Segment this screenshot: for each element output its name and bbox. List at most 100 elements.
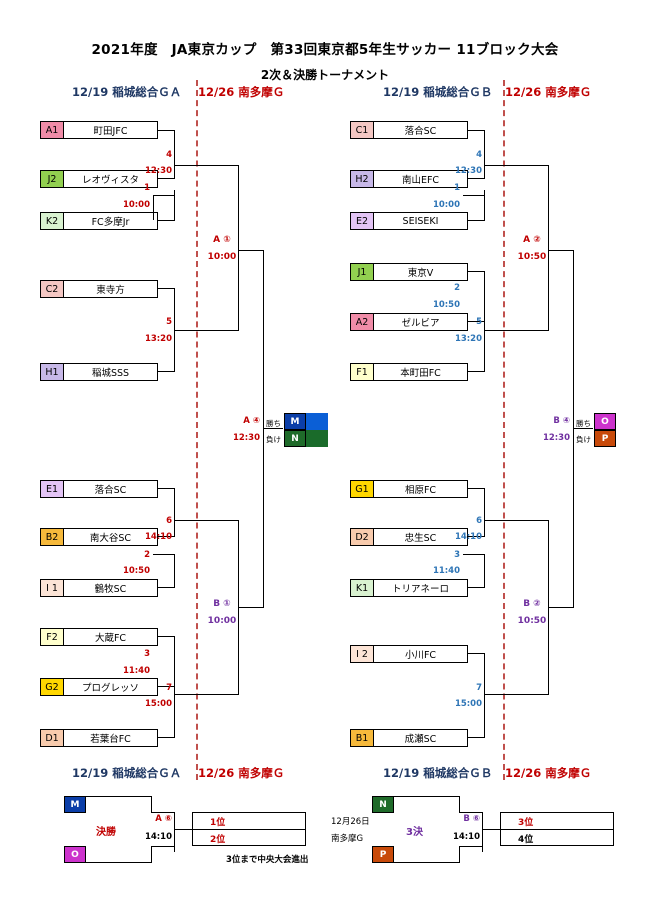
team-seed-code: K1: [351, 580, 374, 596]
slot-m: M: [284, 413, 306, 430]
rank-2: 2位: [210, 835, 226, 845]
team-name: 忠生SC: [404, 533, 437, 544]
rank-3: 3位: [518, 818, 534, 828]
slot-p: P: [594, 430, 616, 447]
slot-n: N: [284, 430, 306, 447]
right-team-row: K1 トリアネーロ: [350, 579, 468, 597]
right-match-b4-time: 12:30: [542, 433, 570, 443]
team-seed-code: K2: [41, 213, 64, 229]
team-seed-code: E2: [351, 213, 374, 229]
right-match-a2: A ②: [523, 235, 541, 245]
team-seed-code: H2: [351, 171, 374, 187]
final-slot-m: M: [64, 796, 86, 813]
left-match-5: 5: [166, 317, 172, 327]
team-name: 鶴牧SC: [94, 584, 127, 595]
bottom-header-right-venue2: 12/26 南多摩Ｇ: [505, 766, 592, 780]
right-match-6-time: 14:10: [454, 532, 482, 542]
right-team-row: B1 成瀬SC: [350, 729, 468, 747]
slot-o: O: [594, 413, 616, 430]
right-match-3: 3: [454, 550, 460, 560]
team-seed-code: F1: [351, 364, 374, 380]
team-seed-code: B1: [351, 730, 374, 746]
header-right-venue2: 12/26 南多摩Ｇ: [505, 85, 592, 99]
left-match-2: 2: [144, 550, 150, 560]
divider-left-top: [196, 80, 198, 780]
right-match-4-time: 12:30: [454, 166, 482, 176]
team-name: トリアネーロ: [391, 584, 449, 595]
third-slot-p: P: [372, 846, 394, 863]
team-seed-code: B2: [41, 529, 64, 545]
left-match-b1-time: 10:00: [207, 616, 237, 626]
team-seed-code: H1: [41, 364, 64, 380]
right-match-4: 4: [476, 150, 482, 160]
final-date: 12月26日: [331, 817, 370, 827]
left-match-1-time: 10:00: [122, 200, 150, 210]
left-team-row: F2 大蔵FC: [40, 628, 158, 646]
team-name: 南大谷SC: [89, 533, 132, 544]
left-match-7: 7: [166, 683, 172, 693]
third-slot-n: N: [372, 796, 394, 813]
slot-m-fill: [306, 413, 328, 430]
team-name: 大蔵FC: [94, 633, 127, 644]
team-seed-code: A1: [41, 122, 64, 138]
team-seed-code: A2: [351, 314, 374, 330]
right-match-2: 2: [454, 283, 460, 293]
bottom-header-left-venue2: 12/26 南多摩Ｇ: [198, 766, 285, 780]
advance-note: 3位まで中央大会進出: [226, 855, 309, 865]
right-match-b2: B ②: [523, 599, 541, 609]
right-match-a2-time: 10:50: [517, 252, 547, 262]
team-name: プログレッソ: [81, 683, 139, 694]
left-win-label: 勝ち: [266, 419, 281, 428]
final-venue: 南多摩G: [331, 834, 364, 844]
right-team-row: G1 相原FC: [350, 480, 468, 498]
team-seed-code: J2: [41, 171, 64, 187]
team-seed-code: F2: [41, 629, 64, 645]
third-label: 3決: [406, 827, 423, 838]
right-team-row: H2 南山EFC: [350, 170, 468, 188]
team-name: 東京V: [407, 268, 434, 279]
team-name: 東寺方: [96, 285, 125, 296]
left-match-b1: B ①: [213, 599, 231, 609]
team-seed-code: I 1: [41, 580, 64, 596]
right-match-3-time: 11:40: [432, 566, 460, 576]
right-match-b2-time: 10:50: [517, 616, 547, 626]
team-name: 小川FC: [404, 650, 437, 661]
slot-n-fill: [306, 430, 328, 447]
left-team-row: B2 南大谷SC: [40, 528, 158, 546]
team-name: 成瀬SC: [404, 734, 437, 745]
right-match-7: 7: [476, 683, 482, 693]
team-seed-code: C1: [351, 122, 374, 138]
rank-1: 1位: [210, 818, 226, 828]
right-match-6: 6: [476, 516, 482, 526]
left-match-2-time: 10:50: [122, 566, 150, 576]
final-slot-o: O: [64, 846, 86, 863]
team-name: 稲城SSS: [91, 368, 130, 379]
team-seed-code: E1: [41, 481, 64, 497]
right-match-1-time: 10:00: [432, 200, 460, 210]
team-name: 相原FC: [404, 485, 437, 496]
third-match: B ⑥: [463, 814, 480, 824]
header-left-venue1: 12/19 稲城総合ＧＡ: [72, 85, 182, 99]
right-match-7-time: 15:00: [454, 699, 482, 709]
left-match-a1-time: 10:00: [207, 252, 237, 262]
team-name: SEISEKI: [402, 215, 439, 227]
left-match-4: 4: [166, 150, 172, 160]
left-match-3: 3: [144, 649, 150, 659]
left-match-a4-time: 12:30: [232, 433, 260, 443]
team-name: 南山EFC: [401, 175, 440, 186]
team-seed-code: D2: [351, 529, 374, 545]
final-time: 14:10: [144, 832, 172, 842]
right-lose-label: 負け: [576, 435, 591, 444]
left-lose-label: 負け: [266, 435, 281, 444]
team-seed-code: G1: [351, 481, 374, 497]
left-match-6-time: 14:10: [144, 532, 172, 542]
